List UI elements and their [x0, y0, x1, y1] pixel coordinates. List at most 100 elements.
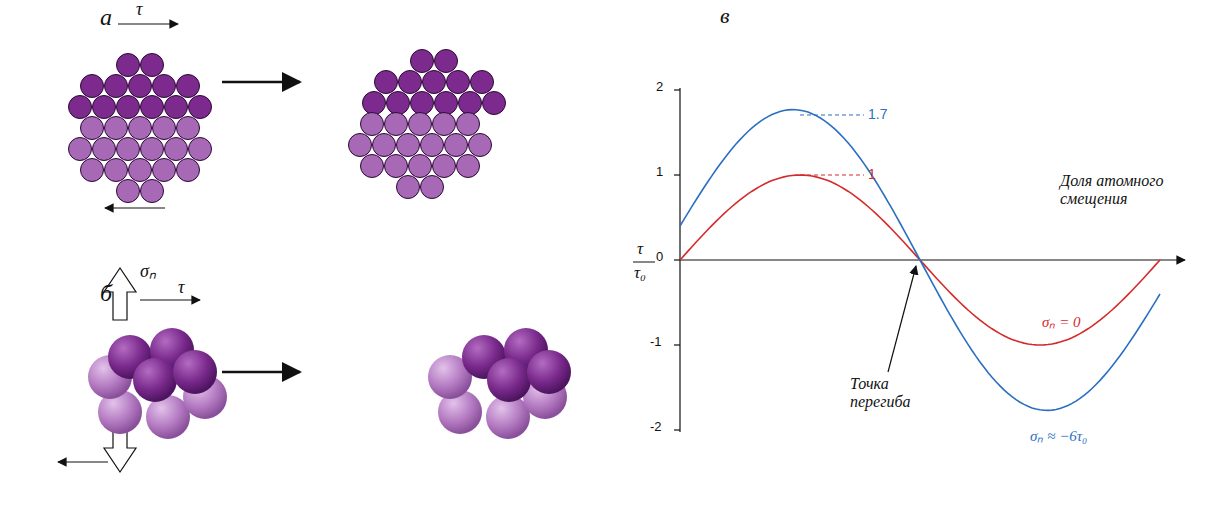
- shear-arrow: [58, 461, 108, 462]
- atom: [165, 138, 188, 161]
- atom: [177, 117, 200, 140]
- atom: [81, 75, 104, 98]
- sphere: [173, 350, 217, 394]
- atom: [363, 92, 386, 115]
- atom: [385, 155, 408, 178]
- atom: [141, 138, 164, 161]
- atom: [397, 176, 420, 199]
- leader-arrow: [888, 266, 916, 372]
- atom: [117, 54, 140, 77]
- tick-label: 1: [656, 165, 663, 179]
- panel-letter: б: [100, 280, 112, 306]
- curve-label: σₙ ≈ −6τ₀: [1030, 428, 1087, 445]
- value-label: 1.7: [868, 107, 887, 122]
- atom: [421, 134, 444, 157]
- atom: [409, 113, 432, 136]
- atom: [141, 180, 164, 203]
- sphere-cluster: [88, 328, 571, 439]
- atom: [423, 71, 446, 94]
- atom: [471, 71, 494, 94]
- atom: [375, 71, 398, 94]
- atom: [457, 113, 480, 136]
- process-arrow: [222, 81, 300, 84]
- atom: [105, 75, 128, 98]
- atom: [457, 155, 480, 178]
- atom: [385, 113, 408, 136]
- shear-arrow: [140, 299, 200, 300]
- atom: [81, 117, 104, 140]
- axis-label: τ₀: [634, 264, 646, 283]
- atom: [129, 117, 152, 140]
- atom: [177, 159, 200, 182]
- stress-symbol: τ: [136, 0, 142, 20]
- atom: [399, 71, 422, 94]
- fraction-bar: [633, 262, 655, 263]
- atom: [117, 138, 140, 161]
- atom: [459, 92, 482, 115]
- y-ticks: [674, 90, 680, 430]
- atom: [153, 117, 176, 140]
- curve-label: σₙ = 0: [1042, 314, 1081, 331]
- atom: [483, 92, 506, 115]
- atom: [469, 134, 492, 157]
- atom: [447, 71, 470, 94]
- atom: [397, 134, 420, 157]
- stress-symbol: σₙ: [140, 262, 156, 282]
- atom: [189, 138, 212, 161]
- atom: [117, 96, 140, 119]
- atom: [445, 134, 468, 157]
- atom: [129, 75, 152, 98]
- atom: [421, 176, 444, 199]
- atom: [177, 75, 200, 98]
- panel-letter: в: [720, 4, 730, 28]
- axis-label: τ: [637, 240, 643, 259]
- sphere: [133, 358, 177, 402]
- peak-line: [800, 114, 864, 115]
- shear-arrow: [105, 207, 165, 208]
- atom: [81, 159, 104, 182]
- atom: [153, 75, 176, 98]
- tick-label: 0: [656, 250, 663, 264]
- atom: [433, 113, 456, 136]
- axis-title: Доля атомного смещения: [1060, 172, 1190, 207]
- blue-curve: [680, 110, 1160, 411]
- atom: [409, 155, 432, 178]
- atom: [93, 96, 116, 119]
- atom: [69, 96, 92, 119]
- annotation: Точка перегиба: [850, 375, 940, 410]
- value-label: 1: [868, 167, 876, 182]
- atom: [93, 138, 116, 161]
- sphere: [487, 358, 531, 402]
- atom: [105, 117, 128, 140]
- atom: [373, 134, 396, 157]
- atom: [165, 96, 188, 119]
- atom: [411, 50, 434, 73]
- shear-arrow: [118, 23, 178, 24]
- tick-label: -2: [650, 420, 662, 434]
- atom: [189, 96, 212, 119]
- x-axis: [680, 259, 1185, 260]
- atom: [349, 134, 372, 157]
- atom: [105, 159, 128, 182]
- tick-label: 2: [656, 80, 663, 94]
- atom: [433, 155, 456, 178]
- atom: [69, 138, 92, 161]
- atom: [435, 50, 458, 73]
- stress-symbol: τ: [178, 278, 184, 298]
- atom-cluster: [69, 50, 506, 203]
- atom: [411, 92, 434, 115]
- atom: [141, 96, 164, 119]
- atom: [141, 54, 164, 77]
- atom: [153, 159, 176, 182]
- atom: [117, 180, 140, 203]
- atom: [361, 113, 384, 136]
- atom: [129, 159, 152, 182]
- atom: [361, 155, 384, 178]
- atom: [435, 92, 458, 115]
- process-arrow: [222, 371, 300, 374]
- sphere: [527, 350, 571, 394]
- tick-label: -1: [650, 335, 662, 349]
- atom: [387, 92, 410, 115]
